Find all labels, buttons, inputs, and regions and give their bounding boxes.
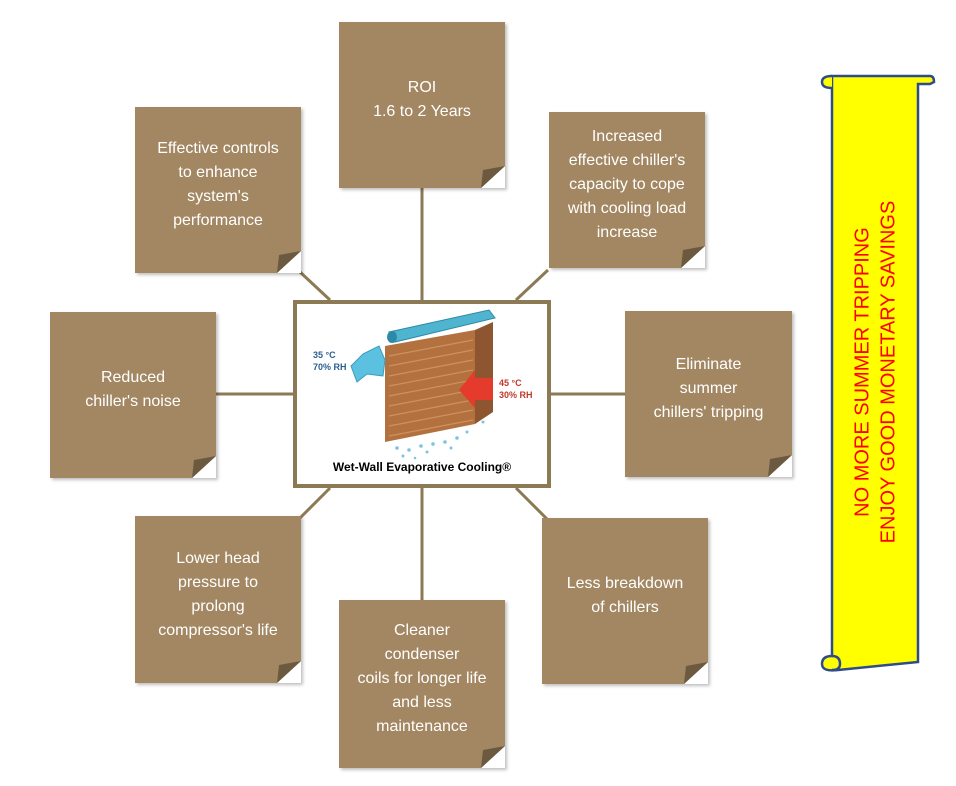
note-controls-text: Effective controls to enhance system's p…	[157, 140, 279, 229]
inlet-temp-label: 45 °C	[499, 378, 522, 388]
page-fold-icon	[681, 246, 705, 268]
connector-capacity	[514, 268, 550, 302]
note-breakdown-text: Less breakdown of chillers	[566, 575, 684, 616]
note-breakdown: Less breakdown of chillers	[542, 518, 708, 684]
note-tripping-text: Eliminate summer chillers' tripping	[653, 356, 764, 421]
note-controls: Effective controls to enhance system's p…	[135, 107, 301, 273]
connector-controls	[298, 270, 332, 302]
banner-text: NO MORE SUMMER TRIPPING ENJOY GOOD MONET…	[829, 72, 921, 672]
connector-breakdown	[514, 486, 550, 522]
note-head-pressure: Lower head pressure to prolong compresso…	[135, 516, 301, 683]
page-fold-icon	[277, 661, 301, 683]
note-tripping: Eliminate summer chillers' tripping	[625, 311, 792, 477]
cooling-pad-front	[385, 330, 475, 442]
scroll-shape	[820, 74, 936, 672]
water-drops	[395, 420, 485, 460]
note-noise: Reduced chiller's noise	[50, 312, 216, 478]
note-noise-text: Reduced chiller's noise	[85, 369, 181, 410]
page-fold-icon	[277, 251, 301, 273]
inlet-rh-label: 30% RH	[499, 390, 533, 400]
banner-line-1: NO MORE SUMMER TRIPPING	[851, 227, 874, 517]
connector-head-pressure	[298, 486, 332, 520]
note-capacity: Increased effective chiller's capacity t…	[549, 112, 705, 268]
cool-air-arrow	[350, 345, 386, 383]
outlet-temp-label: 35 °C	[313, 350, 336, 360]
note-condenser: Cleaner condenser coils for longer life …	[339, 600, 505, 768]
outlet-rh-label: 70% RH	[313, 362, 347, 372]
note-head-pressure-text: Lower head pressure to prolong compresso…	[158, 549, 278, 639]
cooling-pad-illustration: 35 °C 70% RH 45 °C 30% RH	[313, 309, 533, 460]
banner-line-2: ENJOY GOOD MONETARY SAVINGS	[877, 200, 900, 544]
note-capacity-text: Increased effective chiller's capacity t…	[567, 128, 687, 241]
note-condenser-text: Cleaner condenser coils for longer life …	[357, 622, 487, 735]
hot-air-arrow	[459, 370, 493, 408]
page-fold-icon	[768, 455, 792, 477]
center-cooling-diagram: 35 °C 70% RH 45 °C 30% RH Wet-Wall Evapo…	[293, 300, 551, 488]
note-roi-text: ROI 1.6 to 2 Years	[373, 79, 471, 120]
cooling-pad-side	[475, 322, 493, 424]
center-caption: Wet-Wall Evaporative Cooling®	[332, 460, 512, 474]
scroll-banner	[818, 66, 936, 680]
note-roi: ROI 1.6 to 2 Years	[339, 22, 505, 188]
page-fold-icon	[192, 456, 216, 478]
page-fold-icon	[481, 746, 505, 768]
page-fold-icon	[684, 662, 708, 684]
page-fold-icon	[481, 166, 505, 188]
